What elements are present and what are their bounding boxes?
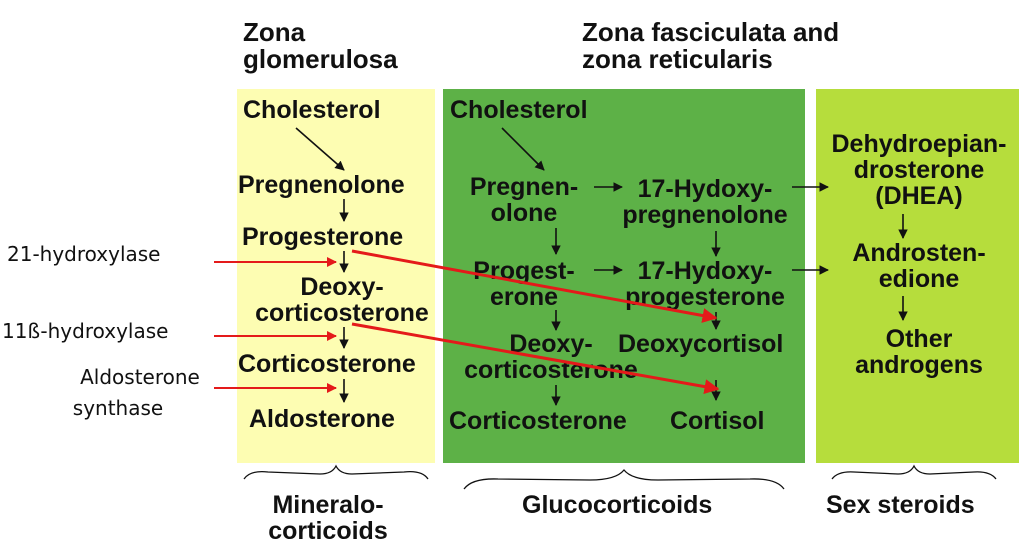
enzyme-11b-hydroxylase: 11ß-hydroxylase xyxy=(2,319,169,343)
fa-pregnenolone-line-1: Pregnen- xyxy=(469,173,579,201)
gl-aldosterone: Aldosterone xyxy=(249,405,395,433)
fa-pregnenolone-line-2: olone xyxy=(490,199,558,227)
fa-cholesterol: Cholesterol xyxy=(450,96,588,124)
ss-other-line-2: androgens xyxy=(855,351,983,379)
brace-sex-steroids xyxy=(831,464,997,480)
footer-mineralocorticoids: Mineralo- corticoids xyxy=(238,492,418,544)
gl-deoxycorticosterone: Deoxy- corticosterone xyxy=(238,274,446,326)
brace-glucocorticoids xyxy=(463,468,785,490)
ss-dhea: Dehydroepian- drosterone (DHEA) xyxy=(810,131,1028,209)
ss-other-line-1: Other xyxy=(885,325,953,353)
header-fasciculata-line-2: zona reticularis xyxy=(582,44,773,74)
fa-17-hydroxyprogesterone-line-1: 17-Hydoxy- xyxy=(637,257,773,285)
pointer-11b-hydroxylase-to-cortisol xyxy=(351,322,720,395)
footer-glucocorticoids: Glucocorticoids xyxy=(522,491,713,519)
enzyme-21-hydroxylase: 21-hydroxylase xyxy=(7,242,161,266)
enzyme-aldosterone-synthase-line-2: synthase xyxy=(72,396,164,420)
gl-pregnenolone: Pregnenolone xyxy=(238,171,405,199)
zona-fasciculata-panel xyxy=(443,89,805,463)
ss-dhea-line-1: Dehydroepian- xyxy=(831,130,1007,158)
fa-17-hydroxypregnenolone-line-1: 17-Hydoxy- xyxy=(637,175,773,203)
fa-progesterone: Progest- erone xyxy=(455,258,593,310)
ss-dhea-line-2: drosterone xyxy=(853,156,985,184)
fa-corticosterone: Corticosterone xyxy=(449,407,627,435)
ss-dhea-line-3: (DHEA) xyxy=(875,182,963,210)
footer-mineralo-line-2: corticoids xyxy=(268,517,388,545)
gl-deoxy-line-1: Deoxy- xyxy=(300,273,384,301)
fa-deoxycortisol: Deoxycortisol xyxy=(618,330,784,358)
ss-other-androgens: Other androgens xyxy=(810,326,1028,378)
arrow-fa-cholesterol-to-pregnenolone xyxy=(501,127,545,171)
ss-androstenedione-line-1: Androsten- xyxy=(852,239,986,267)
header-glomerulosa-line-1: Zona xyxy=(243,17,306,47)
fa-progesterone-line-1: Progest- xyxy=(473,257,575,285)
footer-mineralo-line-1: Mineralo- xyxy=(272,491,384,519)
header-glomerulosa: Zona glomerulosa xyxy=(243,19,398,73)
enzyme-aldosterone-synthase: Aldosterone synthase xyxy=(40,362,240,424)
enzyme-aldosterone-synthase-line-1: Aldosterone xyxy=(80,365,200,389)
arrow-gl-cholesterol-to-pregnenolone xyxy=(295,127,345,171)
sex-steroid-panel xyxy=(816,89,1019,463)
fa-17-hydroxypregnenolone: 17-Hydoxy- pregnenolone xyxy=(600,176,810,228)
zona-glomerulosa-panel xyxy=(237,89,435,463)
brace-mineralocorticoids xyxy=(243,464,429,480)
ss-androstenedione: Androsten- edione xyxy=(810,240,1028,292)
header-fasciculata: Zona fasciculata and zona reticularis xyxy=(582,19,839,73)
gl-cholesterol: Cholesterol xyxy=(243,96,381,124)
gl-progesterone: Progesterone xyxy=(242,223,404,251)
gl-corticosterone: Corticosterone xyxy=(238,350,416,378)
header-glomerulosa-line-2: glomerulosa xyxy=(243,44,398,74)
fa-cortisol: Cortisol xyxy=(670,407,765,435)
gl-deoxy-line-2: corticosterone xyxy=(255,299,429,327)
fa-deoxy-line-1: Deoxy- xyxy=(509,330,593,358)
footer-sex-steroids: Sex steroids xyxy=(826,491,975,519)
ss-androstenedione-line-2: edione xyxy=(878,265,960,293)
fa-17-hydroxypregnenolone-line-2: pregnenolone xyxy=(622,201,788,229)
header-fasciculata-line-1: Zona fasciculata and xyxy=(582,17,840,47)
pointer-21-hydroxylase-to-deoxycortisol xyxy=(351,249,718,323)
fa-pregnenolone: Pregnen- olone xyxy=(455,174,593,226)
